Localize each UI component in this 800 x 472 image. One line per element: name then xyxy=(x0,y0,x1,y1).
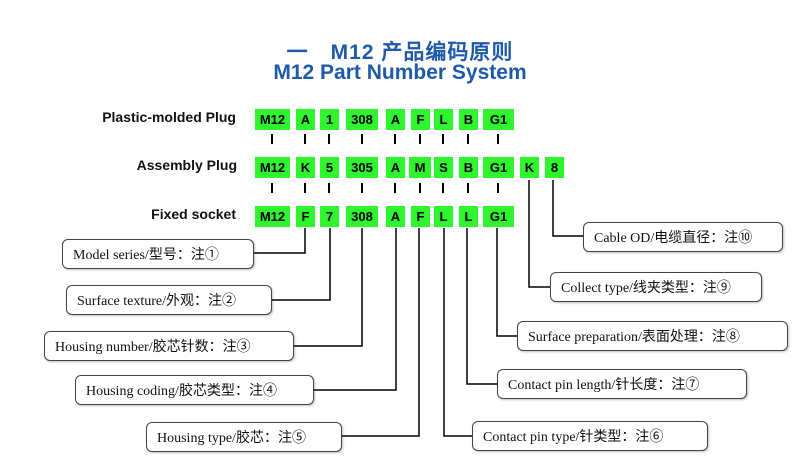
code-cell: A xyxy=(386,206,405,227)
code-cell: 308 xyxy=(346,206,378,227)
separator-tick xyxy=(271,183,273,193)
title-english: M12 Part Number System xyxy=(273,61,527,84)
code-cell: B xyxy=(459,109,478,130)
code-cell: K xyxy=(296,157,315,178)
callout-collect-type: Collect type/线夹类型：注⑨ xyxy=(550,272,762,302)
separator-tick xyxy=(394,183,396,193)
callout-contact-pin-type: Contact pin type/针类型：注⑥ xyxy=(472,421,708,451)
row-label-assembly-plug: Assembly Plug xyxy=(136,157,237,173)
separator-tick xyxy=(361,134,363,144)
separator-tick xyxy=(394,134,396,144)
code-cell: A xyxy=(296,109,315,130)
code-cell: 8 xyxy=(545,157,564,178)
separator-tick xyxy=(304,183,306,193)
code-cell: 7 xyxy=(320,206,339,227)
separator-tick xyxy=(328,134,330,144)
code-cell: L xyxy=(434,109,453,130)
separator-tick xyxy=(442,183,444,193)
code-cell: M12 xyxy=(255,157,290,178)
separator-tick xyxy=(419,134,421,144)
callout-model-series: Model series/型号：注① xyxy=(62,239,254,269)
code-cell: A xyxy=(386,157,405,178)
callout-surface-texture: Surface texture/外观：注② xyxy=(66,285,272,315)
separator-tick xyxy=(497,134,499,144)
code-cell: 305 xyxy=(346,157,378,178)
code-cell: L xyxy=(434,206,453,227)
code-cell: S xyxy=(434,157,453,178)
callout-surface-preparation: Surface preparation/表面处理：注⑧ xyxy=(517,321,788,351)
code-cell: K xyxy=(520,157,539,178)
code-cell: F xyxy=(411,109,430,130)
separator-tick xyxy=(271,134,273,144)
code-cell: A xyxy=(386,109,405,130)
code-cell: 5 xyxy=(320,157,339,178)
callout-cable-od: Cable OD/电缆直径：注⑩ xyxy=(583,222,783,252)
code-cell: G1 xyxy=(483,206,514,227)
code-cell: 308 xyxy=(346,109,378,130)
row-label-fixed-socket: Fixed socket xyxy=(151,206,236,222)
separator-tick xyxy=(328,183,330,193)
code-cell: G1 xyxy=(483,109,514,130)
separator-tick xyxy=(467,183,469,193)
separator-tick xyxy=(304,134,306,144)
title-chinese: 一 M12 产品编码原则 xyxy=(286,41,514,64)
code-cell: G1 xyxy=(483,157,514,178)
callout-housing-type: Housing type/胶芯：注⑤ xyxy=(146,422,342,452)
callout-housing-number: Housing number/胶芯针数：注③ xyxy=(44,331,294,361)
callout-contact-pin-length: Contact pin length/针长度：注⑦ xyxy=(497,369,747,399)
code-cell: 1 xyxy=(320,109,339,130)
separator-tick xyxy=(361,183,363,193)
separator-tick xyxy=(442,134,444,144)
code-cell: M xyxy=(409,157,431,178)
separator-tick xyxy=(467,134,469,144)
code-cell: B xyxy=(459,157,478,178)
code-cell: F xyxy=(296,206,315,227)
row-label-plastic-molded-plug: Plastic-molded Plug xyxy=(102,109,236,125)
separator-tick xyxy=(419,183,421,193)
code-cell: L xyxy=(459,206,478,227)
code-cell: F xyxy=(411,206,430,227)
separator-tick xyxy=(497,183,499,193)
callout-housing-coding: Housing coding/胶芯类型：注④ xyxy=(75,375,314,405)
code-cell: M12 xyxy=(255,109,290,130)
code-cell: M12 xyxy=(255,206,290,227)
